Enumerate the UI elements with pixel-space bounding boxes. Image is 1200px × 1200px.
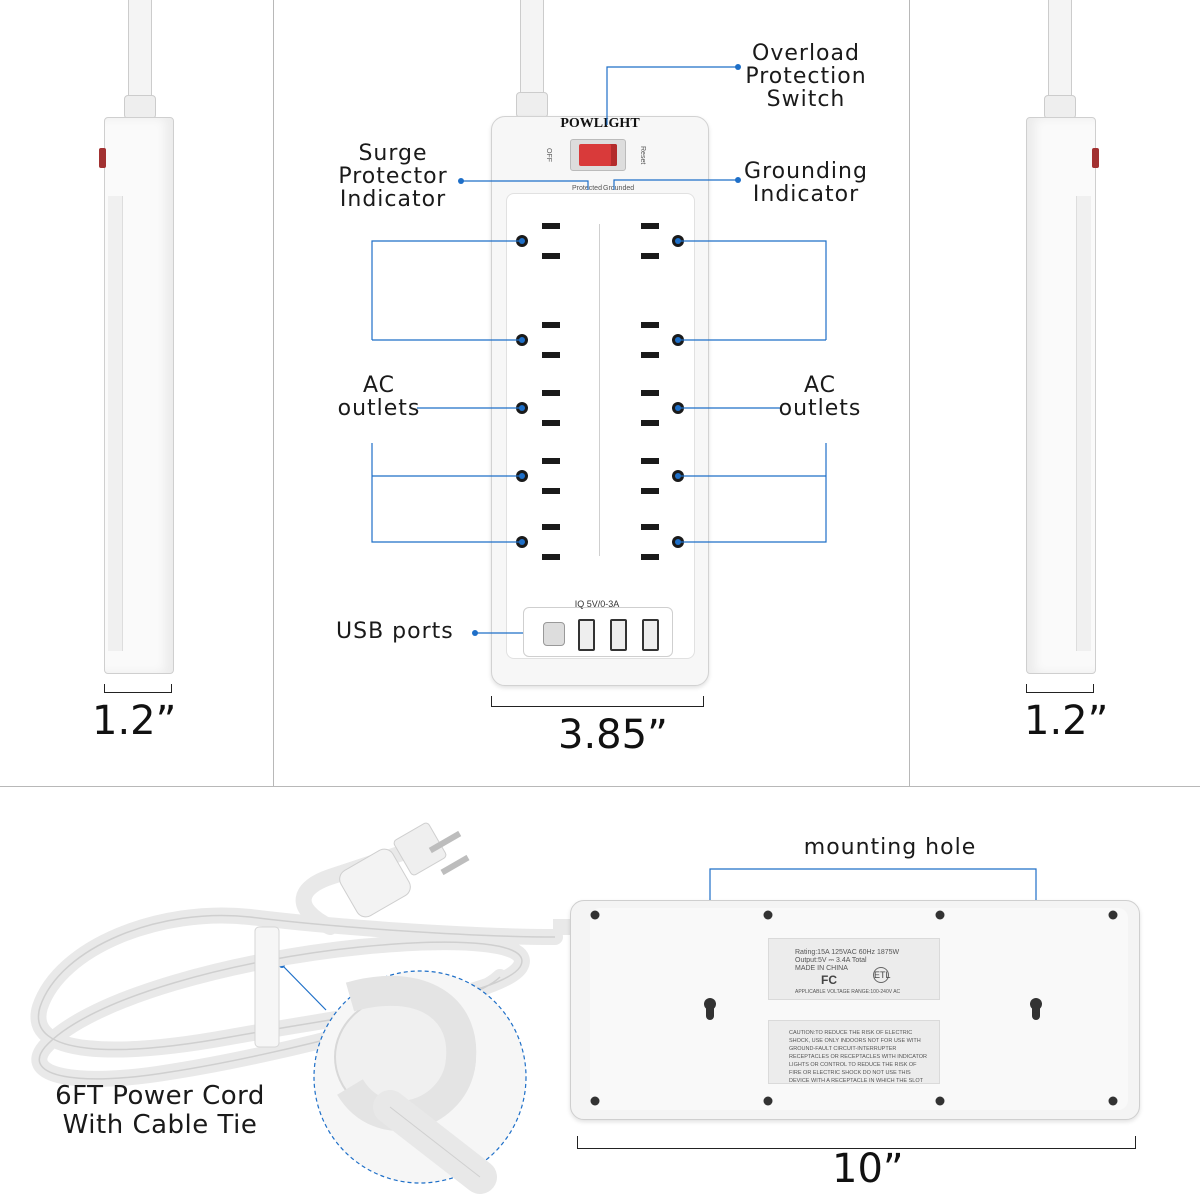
center-divider-line (599, 224, 600, 556)
side-view-left: 1.2” (0, 0, 273, 786)
usb-c-port[interactable] (543, 622, 565, 646)
cable-tie-zoom-content (334, 975, 497, 1194)
side-panel-right (1076, 196, 1091, 651)
dimension-front-width: 3.85” (558, 712, 668, 758)
dimension-length: 10” (832, 1146, 904, 1192)
line-overload (606, 66, 738, 125)
front-cord (520, 0, 544, 100)
dim-bracket-left (104, 684, 172, 693)
switch-rocker[interactable] (579, 144, 617, 166)
plug (339, 822, 470, 918)
usb-a-port-2[interactable] (610, 619, 627, 651)
side-panel-left (108, 196, 123, 651)
cable-tie-band (254, 926, 280, 1048)
grounded-label: Grounded (603, 185, 635, 192)
dimension-side-right: 1.2” (1024, 698, 1109, 744)
outlet-panel (506, 193, 695, 659)
dim-bracket-right (1026, 684, 1094, 693)
callout-mounting-hole: mounting hole (803, 835, 977, 860)
cord-sleeve-right (1044, 95, 1076, 119)
switch-side-left (99, 148, 106, 168)
divider-right (909, 0, 910, 786)
protected-label: Protected (572, 185, 602, 192)
back-label-caution: CAUTION:TO REDUCE THE RISK OF ELECTRIC S… (768, 1020, 940, 1084)
brand-logo: POWLIGHT (560, 116, 640, 131)
line-tie (281, 964, 327, 1011)
divider-horizontal (0, 786, 1200, 787)
ul-mark: ETL (873, 967, 891, 983)
dim-bracket-length (577, 1136, 1136, 1149)
switch-side-right (1092, 148, 1099, 168)
outlets-group (516, 223, 684, 560)
side-view-right: 1.2” (910, 0, 1200, 786)
usb-a-port-1[interactable] (578, 619, 595, 651)
line-ac-left-top (371, 240, 522, 340)
dimension-side-left: 1.2” (92, 698, 177, 744)
cord-right (1048, 0, 1072, 100)
overload-switch[interactable] (570, 139, 626, 171)
divider-left (273, 0, 274, 786)
line-surge (461, 180, 589, 190)
mount-hole-shapes (704, 998, 1042, 1020)
line-ac-right-top (678, 240, 827, 340)
cord-left (128, 0, 152, 100)
coiled-cord (30, 822, 580, 1194)
fc-mark: FC (821, 973, 837, 987)
line-grounding (613, 179, 738, 190)
usb-a-port-3[interactable] (642, 619, 659, 651)
dim-bracket-front (491, 696, 704, 707)
usb-header: IQ 5V/0-3A (574, 599, 620, 609)
outlets-svg (516, 223, 684, 560)
callout-usb: USB ports (336, 619, 454, 644)
back-label-rating: Rating:15A 125VAC 60Hz 1875W Output:5V ⎓… (768, 938, 940, 1000)
